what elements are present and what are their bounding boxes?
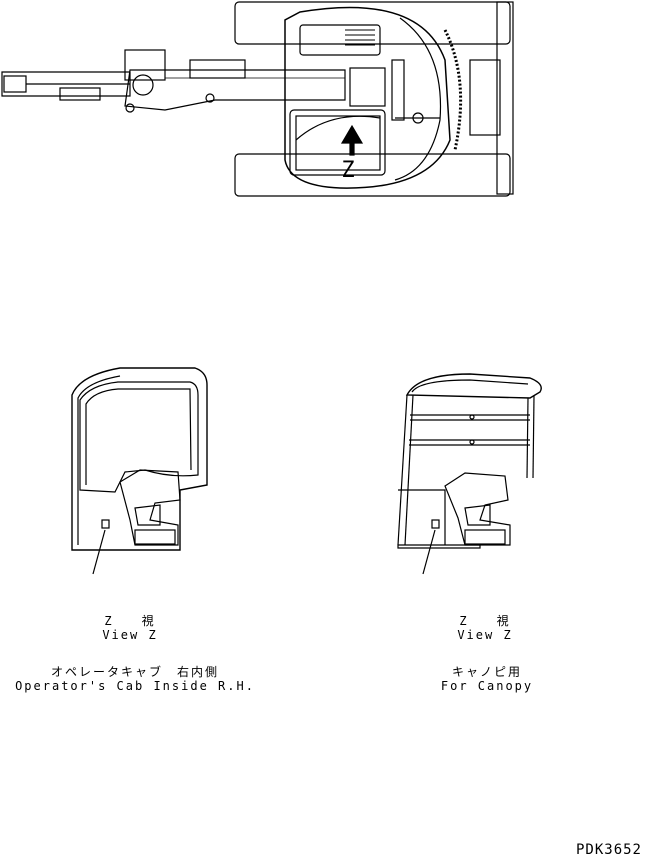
- leader-line: [422, 529, 436, 575]
- canopy-roof: [405, 373, 542, 399]
- boom: [124, 69, 346, 111]
- canopy-seat: [444, 472, 511, 546]
- canopy-drawing: [397, 373, 542, 575]
- right-track: [234, 153, 511, 197]
- canopy-rear-pillar: [526, 397, 529, 479]
- canopy-front-pillar: [397, 394, 408, 546]
- blade: [496, 1, 514, 195]
- operator-seat: [119, 469, 181, 546]
- drawing-code: PDK3652: [575, 842, 642, 858]
- left-title-jp: オペレータキャブ 右内側: [50, 665, 220, 679]
- left-title-en: Operator's Cab Inside R.H.: [15, 679, 255, 693]
- left-view-en: View Z: [102, 628, 158, 642]
- right-view-jp: Z 視: [459, 614, 511, 628]
- decal-marker: [101, 519, 110, 529]
- cab-outline: [71, 367, 208, 551]
- decal-marker: [431, 519, 440, 529]
- operator-cab-drawing: [71, 367, 208, 575]
- excavator-top-view: [1, 1, 514, 197]
- right-title-jp: キャノピ用: [451, 665, 523, 679]
- right-title-en: For Canopy: [440, 679, 534, 693]
- arm: [1, 71, 131, 97]
- left-view-jp: Z 視: [104, 614, 156, 628]
- left-track: [234, 1, 511, 45]
- leader-line: [92, 529, 106, 575]
- right-view-en: View Z: [457, 628, 513, 642]
- upper-structure: [284, 6, 451, 189]
- cab-window: [79, 381, 199, 493]
- cab-top: [289, 109, 386, 176]
- z-arrow: [340, 124, 364, 156]
- z-marker: Z: [341, 158, 355, 183]
